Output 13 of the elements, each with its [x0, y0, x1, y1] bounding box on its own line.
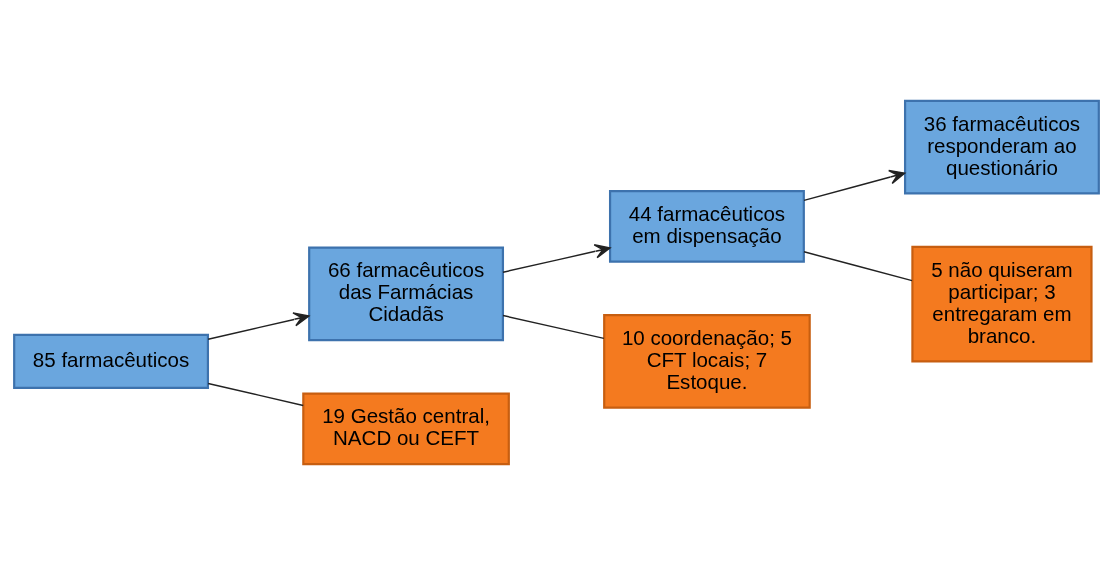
node-box: 66 farmacêuticos das Farmácias Cidadãs: [308, 246, 505, 342]
connector: [502, 314, 605, 340]
node-box: 10 coordenação; 5 CFT locais; 7 Estoque.: [603, 314, 811, 409]
node-box: 36 farmacêuticos responderam ao questionário: [904, 99, 1100, 195]
arrow: [803, 169, 906, 202]
node-box: 44 farmacêuticos em dispensação: [608, 190, 805, 263]
arrow: [502, 244, 611, 273]
node-box: 85 farmacêuticos: [13, 333, 209, 389]
connector: [207, 382, 304, 407]
node-box: 19 Gestão central, NACD ou CEFT: [302, 392, 510, 466]
node-box: 5 não quiseram participar; 3 entregaram em branco.: [911, 245, 1093, 363]
arrow: [207, 312, 310, 341]
connector: [803, 251, 913, 282]
